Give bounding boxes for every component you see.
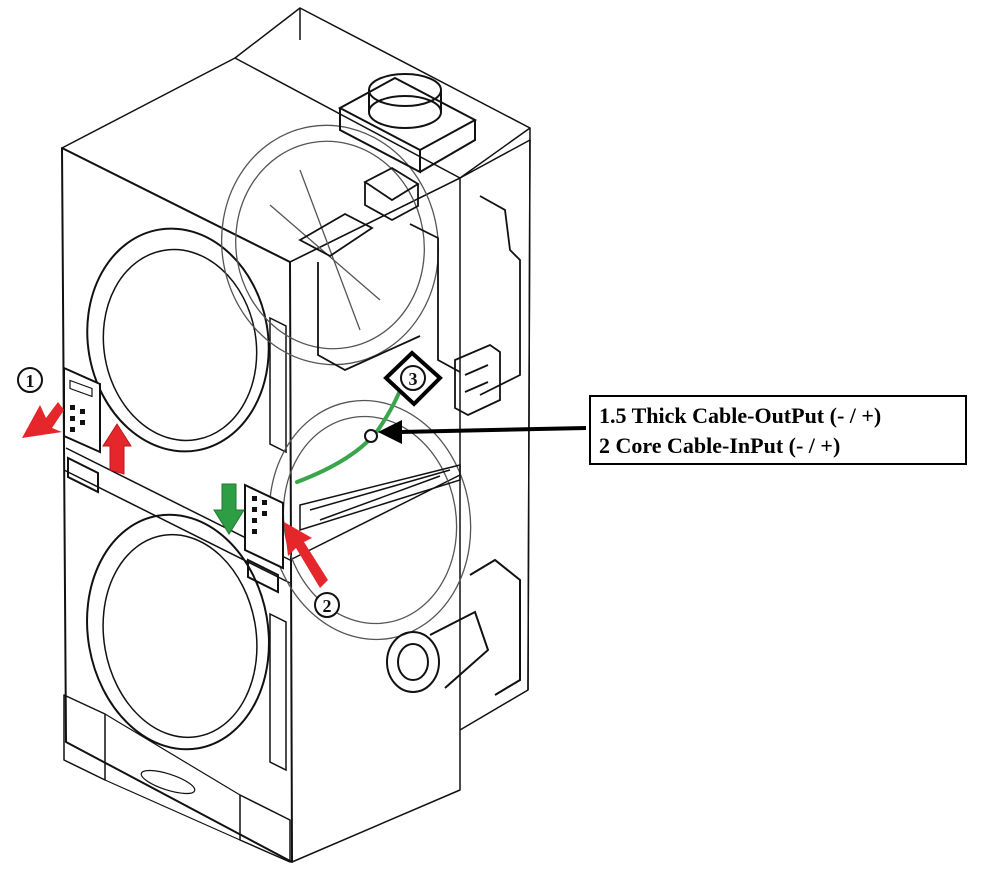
base-vents — [63, 694, 106, 781]
green-cable — [295, 383, 404, 484]
gas-valve — [363, 166, 420, 202]
callout-1-number: 1 — [26, 371, 35, 391]
upper-drum — [220, 124, 440, 366]
callout-2-number: 2 — [323, 596, 332, 616]
callout-1: 1 — [17, 367, 43, 393]
control-bracket — [454, 343, 501, 417]
red-arrow-diag — [284, 522, 328, 588]
motor — [386, 631, 440, 693]
leader-arrowhead — [378, 420, 402, 444]
label-line-1: 1.5 Thick Cable-OutPut (- / +) — [599, 403, 882, 428]
callout-2: 2 — [314, 592, 340, 618]
control-panel-1 — [63, 366, 101, 494]
red-arrow-up — [102, 423, 132, 475]
side-panel — [289, 177, 461, 863]
cable-label-box: 1.5 Thick Cable-OutPut (- / +) 2 Core Ca… — [589, 395, 967, 465]
callout-3-number: 3 — [409, 369, 418, 389]
leader-line — [399, 426, 587, 434]
lower-door — [86, 513, 270, 751]
upper-door — [86, 227, 270, 453]
label-line-2: 2 Core Cable-InPut (- / +) — [599, 433, 841, 458]
green-arrow-down — [213, 483, 245, 535]
upper-rear-box — [234, 7, 531, 179]
callout-3: 3 — [383, 350, 443, 407]
red-arrow-left — [22, 402, 64, 438]
cable-connection-point — [364, 429, 378, 443]
control-panel-2 — [244, 483, 284, 594]
cabinet-top — [61, 57, 461, 263]
